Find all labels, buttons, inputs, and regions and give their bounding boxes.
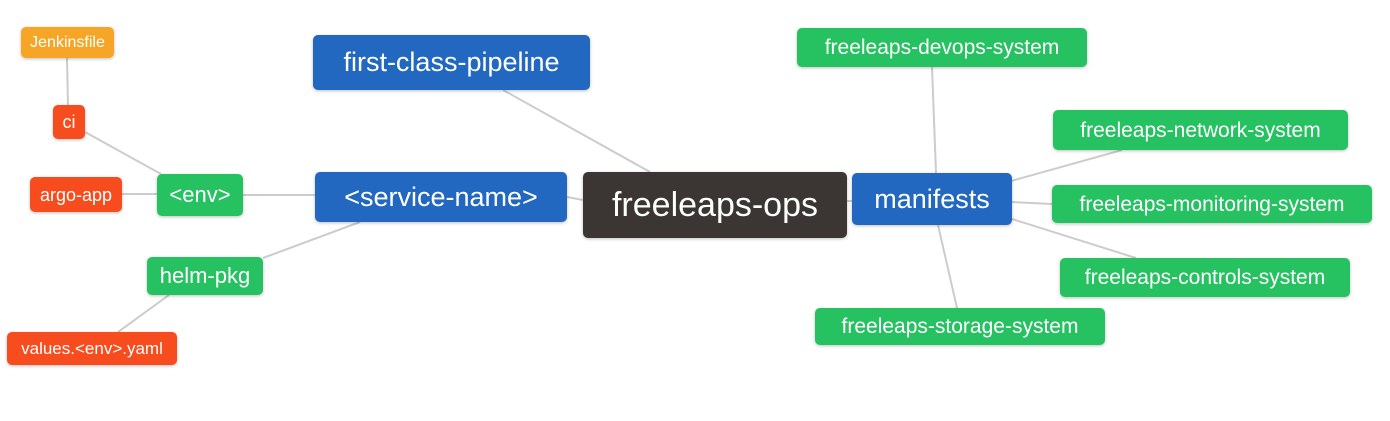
node-jenkinsfile[interactable]: Jenkinsfile bbox=[21, 27, 114, 58]
node-values-env-yaml[interactable]: values.<env>.yaml bbox=[7, 332, 177, 365]
node-freeleaps-monitoring-system[interactable]: freeleaps-monitoring-system bbox=[1052, 185, 1372, 223]
edge-manifests-network-system bbox=[1010, 149, 1123, 182]
node-argo-app[interactable]: argo-app bbox=[30, 177, 122, 212]
edge-jenkinsfile-ci bbox=[66, 57, 69, 106]
edge-manifests-controls-system bbox=[1011, 218, 1137, 259]
node-service-name[interactable]: <service-name> bbox=[315, 172, 567, 222]
edge-manifests-monitoring-system bbox=[1011, 201, 1053, 205]
node-freeleaps-devops-system[interactable]: freeleaps-devops-system bbox=[797, 28, 1087, 67]
node-ci[interactable]: ci bbox=[53, 105, 85, 139]
edge-first-class-pipeline-freeleaps-ops bbox=[502, 89, 651, 173]
edge-helm-pkg-service-name bbox=[262, 221, 361, 259]
edge-service-name-freeleaps-ops bbox=[566, 196, 584, 201]
edge-ci-env bbox=[84, 131, 162, 175]
node-manifests[interactable]: manifests bbox=[852, 173, 1012, 225]
node-freeleaps-storage-system[interactable]: freeleaps-storage-system bbox=[815, 308, 1105, 345]
node-helm-pkg[interactable]: helm-pkg bbox=[147, 257, 263, 295]
edge-manifests-storage-system bbox=[937, 224, 958, 309]
node-freeleaps-controls-system[interactable]: freeleaps-controls-system bbox=[1060, 258, 1350, 297]
node-freeleaps-network-system[interactable]: freeleaps-network-system bbox=[1053, 110, 1348, 150]
edge-manifests-devops-system bbox=[931, 66, 937, 174]
edge-values-env-yaml-helm-pkg bbox=[117, 294, 170, 333]
node-freeleaps-ops[interactable]: freeleaps-ops bbox=[583, 172, 847, 238]
node-first-class-pipeline[interactable]: first-class-pipeline bbox=[313, 35, 590, 90]
node-env[interactable]: <env> bbox=[157, 174, 243, 216]
